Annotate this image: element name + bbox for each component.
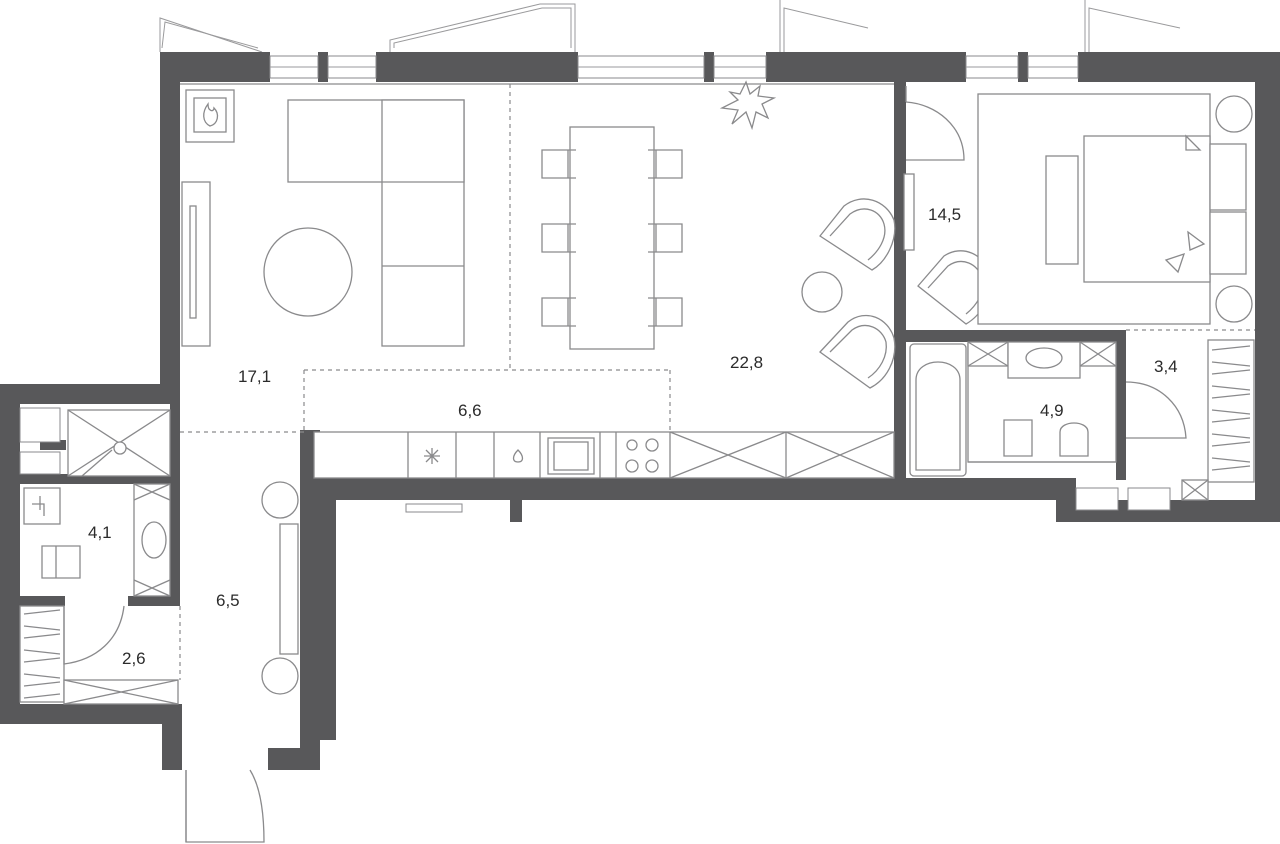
area-label-bedroom: 14,5 — [928, 205, 961, 224]
dining-furniture — [541, 80, 777, 350]
coffee-table — [263, 227, 353, 317]
living-room-furniture — [181, 89, 465, 347]
terrace-outlines — [159, 0, 1181, 53]
kitchen-counter — [313, 431, 895, 479]
area-label-entrance-hall: 6,5 — [216, 591, 240, 610]
bathroom-furniture — [909, 341, 1187, 477]
dining-table — [569, 126, 655, 350]
guest-sink — [141, 521, 167, 559]
area-label-living-room: 17,1 — [238, 367, 271, 386]
interior-lines — [179, 83, 1255, 680]
area-label-bedroom-wardrobe: 3,4 — [1154, 357, 1178, 376]
room-labels: 17,1 22,8 6,6 14,5 3,4 4,9 4,1 2,6 6,5 — [88, 205, 1178, 668]
guest-toilet — [41, 545, 81, 579]
bedroom-wardrobe — [1181, 339, 1255, 501]
area-label-kitchen-corridor: 6,6 — [458, 401, 482, 420]
area-label-main-bathroom: 4,9 — [1040, 401, 1064, 420]
walls — [0, 52, 1280, 770]
area-label-guest-bathroom: 4,1 — [88, 523, 112, 542]
bathtub — [909, 343, 967, 477]
area-label-kitchen-dining: 22,8 — [730, 353, 763, 372]
plant-icon — [719, 80, 777, 131]
area-label-entrance-wardrobe: 2,6 — [122, 649, 146, 668]
guest-bathroom-furniture — [23, 409, 171, 597]
bed — [1083, 135, 1211, 283]
entrance-wardrobe — [19, 605, 179, 705]
fire-icon — [203, 102, 219, 127]
bedroom-tv — [903, 173, 915, 251]
windows — [19, 55, 1171, 513]
bedroom-furniture — [903, 86, 1253, 325]
tap-icon — [512, 449, 524, 463]
hall-furniture — [185, 481, 299, 843]
entrance-door — [185, 769, 265, 843]
hood-icon — [424, 448, 440, 464]
